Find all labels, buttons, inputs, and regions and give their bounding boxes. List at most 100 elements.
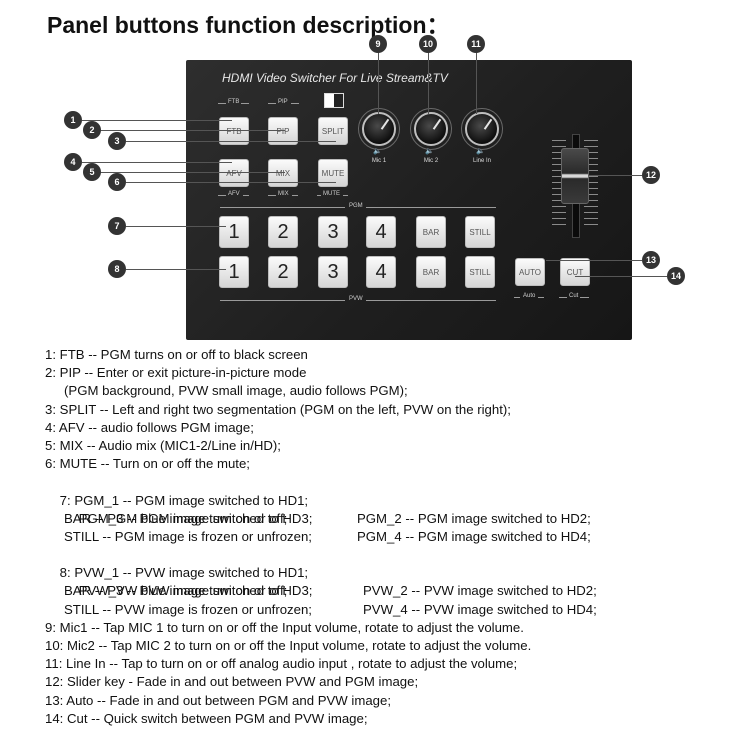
desc-line-6: 6: MUTE -- Turn on or off the mute; xyxy=(45,456,250,472)
callout-6: 6 xyxy=(108,173,126,191)
desc-line-7d: STILL -- PGM image is frozen or unfrozen… xyxy=(64,528,312,544)
callout-line-9 xyxy=(378,50,379,114)
pgm-label: PGM xyxy=(349,203,363,209)
mix-group-line-right xyxy=(292,195,298,196)
line-in-knob[interactable] xyxy=(465,112,499,146)
desc-line-8a-left: 8: PVW_1 -- PVW image switched to HD1; xyxy=(59,565,309,581)
desc-line-8b-right: PVW_4 -- PVW image switched to HD4; xyxy=(363,601,597,617)
callout-line-3 xyxy=(126,141,336,142)
ftb-group-line-right xyxy=(241,103,249,104)
desc-line-4: 4: AFV -- audio follows PGM image; xyxy=(45,419,254,435)
callout-5: 5 xyxy=(83,163,101,181)
pip-group-line-right xyxy=(291,103,299,104)
desc-line-14: 14: Cut -- Quick switch between PGM and … xyxy=(45,710,368,726)
mic1-knob[interactable] xyxy=(362,112,396,146)
callout-line-6 xyxy=(126,182,336,183)
pgm-3-button[interactable]: 3 xyxy=(318,216,348,248)
afv-group-line-right xyxy=(243,195,249,196)
desc-line-7a: 7: PGM_1 -- PGM image switched to HD1; P… xyxy=(45,473,591,526)
mix-group-line-left xyxy=(268,195,276,196)
desc-line-7b: PGM_3 -- PGM image switched to HD3; PGM_… xyxy=(45,492,591,544)
desc-line-7b-left: PGM_3 -- PGM image switched to HD3; xyxy=(78,510,313,526)
auto-label: Auto xyxy=(523,293,536,299)
description-list: 1: FTB -- PGM turns on or off to black s… xyxy=(45,346,597,728)
speaker-icon: 🔈 xyxy=(373,148,382,155)
pvw-2-button[interactable]: 2 xyxy=(268,256,298,288)
ftb-button[interactable]: FTB xyxy=(219,117,249,145)
pvw-bar-button[interactable]: BAR xyxy=(416,256,446,288)
desc-line-7b-right: PGM_4 -- PGM image switched to HD4; xyxy=(357,528,591,544)
desc-line-3: 3: SPLIT -- Left and right two segmentat… xyxy=(45,401,511,417)
callout-2: 2 xyxy=(83,121,101,139)
auto-line-left xyxy=(514,297,520,298)
pip-button[interactable]: PIP xyxy=(268,117,298,145)
callout-11: 11 xyxy=(467,35,485,53)
callout-4: 4 xyxy=(64,153,82,171)
auto-button[interactable]: AUTO xyxy=(515,258,545,286)
callout-12: 12 xyxy=(642,166,660,184)
pgm-4-button[interactable]: 4 xyxy=(366,216,396,248)
ftb-group-line-left xyxy=(218,103,226,104)
desc-line-1: 1: FTB -- PGM turns on or off to black s… xyxy=(45,347,308,362)
afv-group-line-left xyxy=(218,195,226,196)
page-heading: Panel buttons function description： xyxy=(47,12,450,38)
speaker-icon: 🔈 xyxy=(476,148,485,155)
desc-line-2: 2: PIP -- Enter or exit picture-in-pictu… xyxy=(45,365,307,381)
mic1-knob-ring xyxy=(358,108,400,150)
callout-line-5 xyxy=(100,172,285,173)
slider-handle[interactable] xyxy=(561,148,589,204)
auto-line-right xyxy=(538,297,544,298)
callout-7: 7 xyxy=(108,217,126,235)
callout-line-10 xyxy=(428,50,429,114)
callout-line-11 xyxy=(476,50,477,114)
pvw-3-button[interactable]: 3 xyxy=(318,256,348,288)
speaker-icon: 🔈 xyxy=(425,148,434,155)
pvw-4-button[interactable]: 4 xyxy=(366,256,396,288)
desc-line-5: 5: MIX -- Audio mix (MIC1-2/Line in/HD); xyxy=(45,437,281,453)
callout-8: 8 xyxy=(108,260,126,278)
callout-line-7 xyxy=(126,226,226,227)
pgm-2-button[interactable]: 2 xyxy=(268,216,298,248)
mute-group-line-left xyxy=(317,195,321,196)
desc-line-8a-right: PVW_2 -- PVW image switched to HD2; xyxy=(363,583,597,599)
split-button[interactable]: SPLIT xyxy=(318,117,348,145)
callout-line-1 xyxy=(82,120,232,121)
callout-9: 9 xyxy=(369,35,387,53)
cut-line-right xyxy=(580,297,589,298)
pgm-still-button[interactable]: STILL xyxy=(465,216,495,248)
pgm-bar-button[interactable]: BAR xyxy=(416,216,446,248)
callout-line-2 xyxy=(100,130,285,131)
cut-button[interactable]: CUT xyxy=(560,258,590,286)
callout-line-12 xyxy=(588,175,642,176)
callout-line-8 xyxy=(126,269,226,270)
callout-13: 13 xyxy=(642,251,660,269)
callout-14: 14 xyxy=(667,267,685,285)
callout-line-13 xyxy=(546,260,642,261)
pgm-1-button[interactable]: 1 xyxy=(219,216,249,248)
callout-line-14 xyxy=(575,276,667,277)
desc-line-8b: PVW_3 -- PVW image switched to HD3; PVW_… xyxy=(45,564,597,616)
mic2-knob[interactable] xyxy=(414,112,448,146)
ftb-group-label: FTB xyxy=(228,99,240,105)
pgm-line-left xyxy=(220,207,345,208)
desc-line-7a-right: PGM_2 -- PGM image switched to HD2; xyxy=(357,510,591,526)
pip-group-label: PIP xyxy=(278,99,288,105)
mix-group-label: MIX xyxy=(278,191,289,197)
mute-group-label: MUTE xyxy=(323,191,340,197)
desc-line-10: 10: Mic2 -- Tap MIC 2 to turn on or off … xyxy=(45,638,532,653)
desc-line-8b-left: PVW_3 -- PVW image switched to HD3; xyxy=(78,583,313,599)
desc-line-8a: 8: PVW_1 -- PVW image switched to HD1; P… xyxy=(45,546,597,598)
desc-line-13: 13: Auto -- Fade in and out between PGM … xyxy=(45,692,391,708)
callout-10: 10 xyxy=(419,35,437,53)
pvw-still-button[interactable]: STILL xyxy=(465,256,495,288)
mic2-knob-ring xyxy=(410,108,452,150)
pvw-label: PVW xyxy=(349,296,363,302)
pip-group-line-left xyxy=(268,103,276,104)
desc-line-8d: STILL -- PVW image is frozen or unfrozen… xyxy=(64,601,312,617)
cut-label: Cut xyxy=(569,293,579,299)
pvw-1-button[interactable]: 1 xyxy=(219,256,249,288)
desc-line-8c: BAR -- PVW blue image turn on or off; xyxy=(64,583,288,599)
pgm-line-right xyxy=(366,207,496,208)
pvw-line-right xyxy=(366,300,496,301)
mic1-label: Mic 1 xyxy=(371,158,387,164)
